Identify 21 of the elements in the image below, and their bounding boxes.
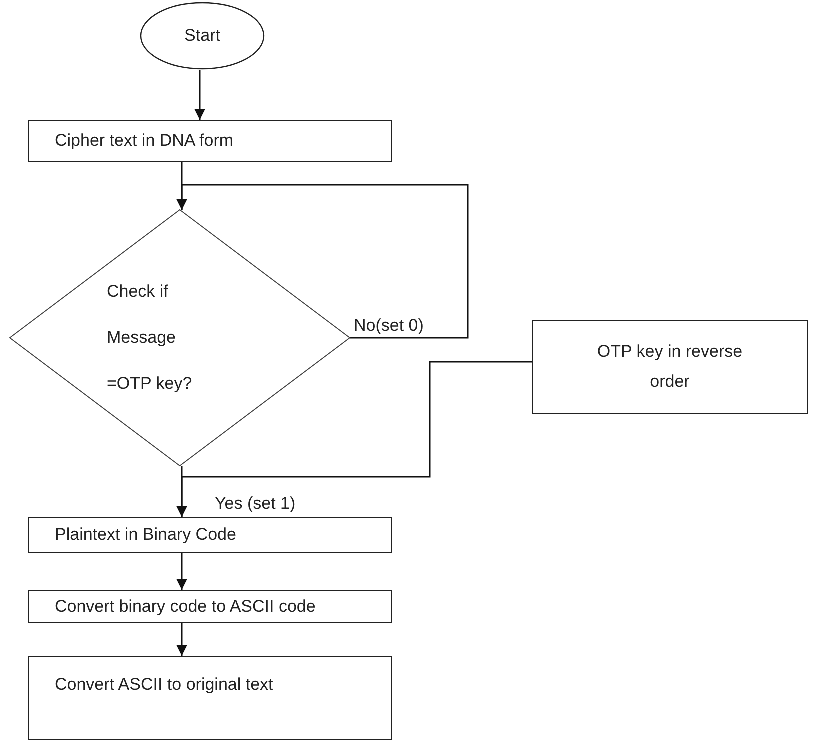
process-box bbox=[28, 120, 392, 162]
edge-label: No(set 0) bbox=[352, 316, 426, 336]
node-label: Plaintext in Binary Code bbox=[55, 525, 236, 545]
process-box bbox=[28, 590, 392, 623]
node-label: Check if Message =OTP key? bbox=[107, 281, 194, 395]
arrow bbox=[176, 553, 188, 590]
node-label: Convert ASCII to original text bbox=[55, 675, 274, 695]
node-label: Convert binary code to ASCII code bbox=[55, 596, 316, 616]
process-box bbox=[28, 517, 392, 553]
node-label: OTP key in reverse order bbox=[596, 341, 744, 393]
arrow bbox=[176, 184, 469, 339]
node-label: Cipher text in DNA form bbox=[55, 131, 234, 151]
arrow bbox=[176, 623, 188, 656]
arrow bbox=[194, 70, 206, 120]
arrow bbox=[176, 361, 532, 517]
node-label: Start bbox=[184, 26, 220, 46]
decision-diamond bbox=[10, 210, 350, 466]
edge-label: Yes (set 1) bbox=[213, 494, 298, 514]
process-box bbox=[532, 320, 808, 414]
start-terminal bbox=[140, 2, 265, 70]
process-box bbox=[28, 656, 392, 740]
